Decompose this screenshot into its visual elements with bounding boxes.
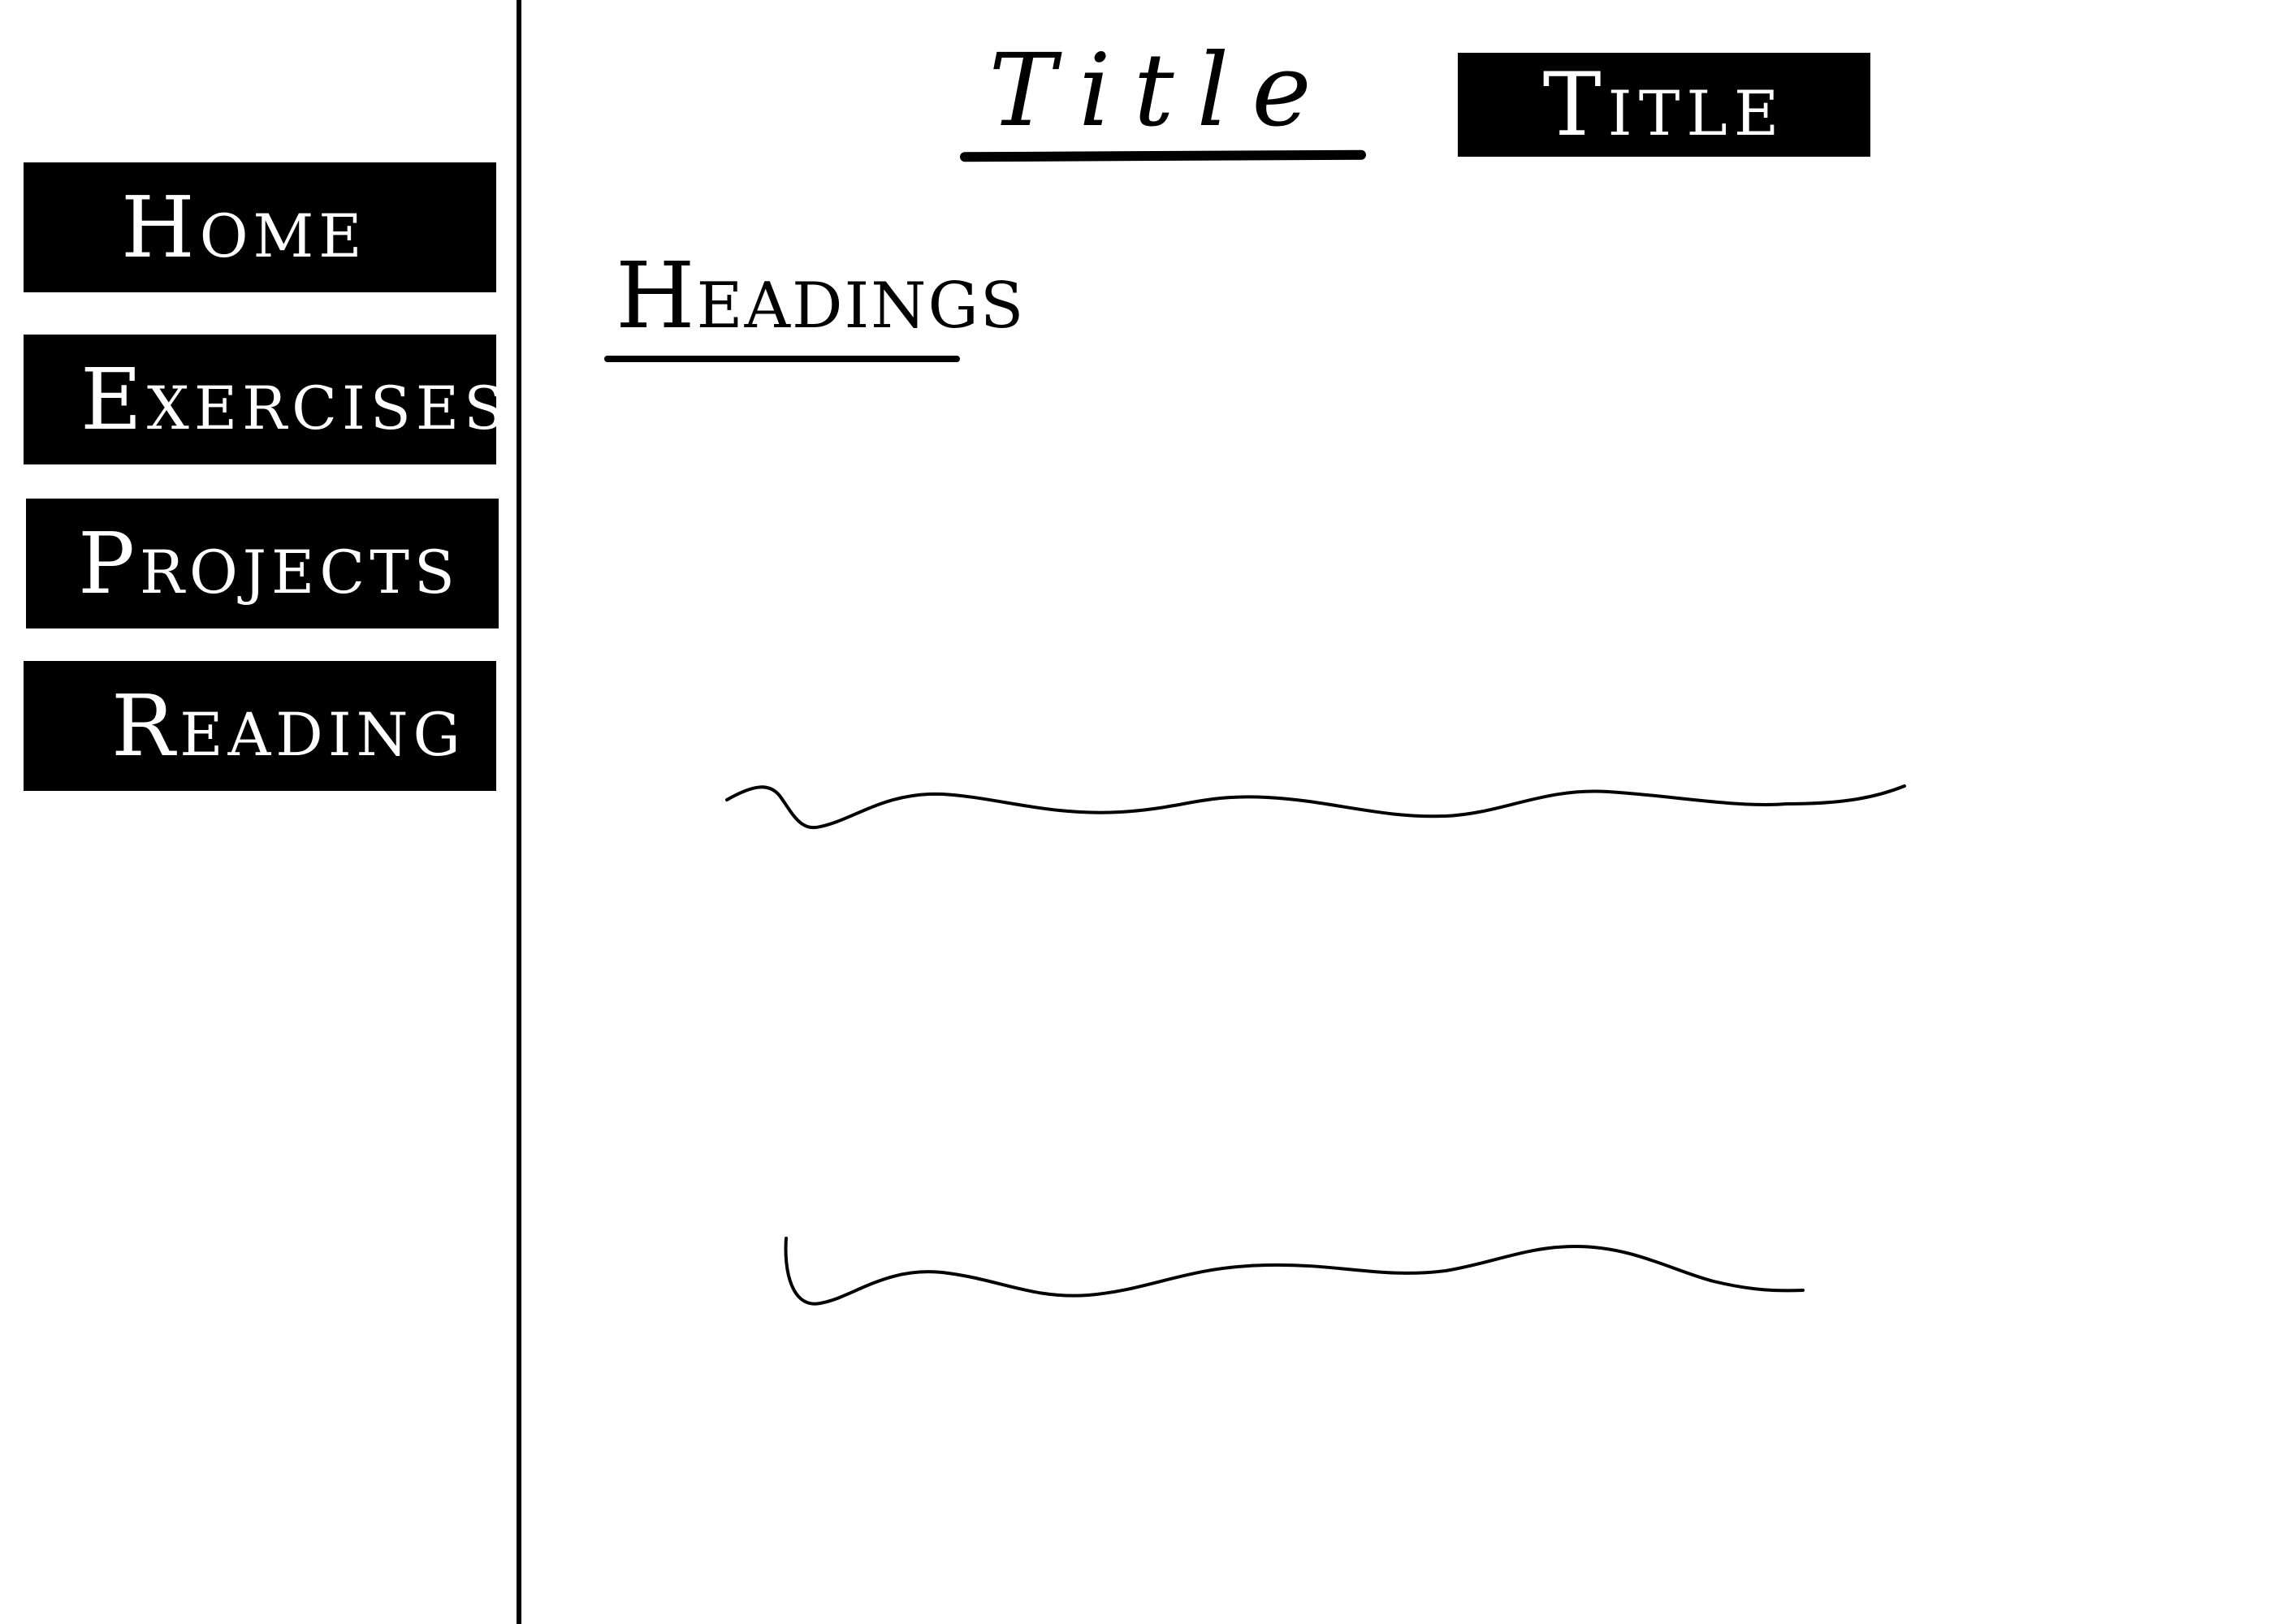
- sidebar-item-exercises[interactable]: Exercises: [24, 335, 496, 464]
- sidebar-item-home[interactable]: Home: [24, 162, 496, 292]
- page-title-underline: [959, 149, 1367, 162]
- section-heading: Headings: [616, 244, 1026, 349]
- sidebar-item-label: Projects: [78, 514, 460, 613]
- sidebar-item-projects[interactable]: Projects: [26, 499, 499, 628]
- title-button[interactable]: Title: [1458, 53, 1870, 157]
- section-heading-underline: [604, 356, 960, 362]
- sidebar-item-label: Reading: [111, 676, 465, 775]
- sidebar-divider: [517, 0, 521, 1624]
- content-placeholder-line-2: [784, 1237, 1805, 1306]
- sidebar-item-label: Exercises: [80, 350, 496, 449]
- page-title: Title: [988, 32, 1334, 149]
- sidebar-item-label: Home: [121, 178, 367, 277]
- content-placeholder-line-1: [725, 784, 1906, 830]
- sidebar-item-reading[interactable]: Reading: [24, 661, 496, 791]
